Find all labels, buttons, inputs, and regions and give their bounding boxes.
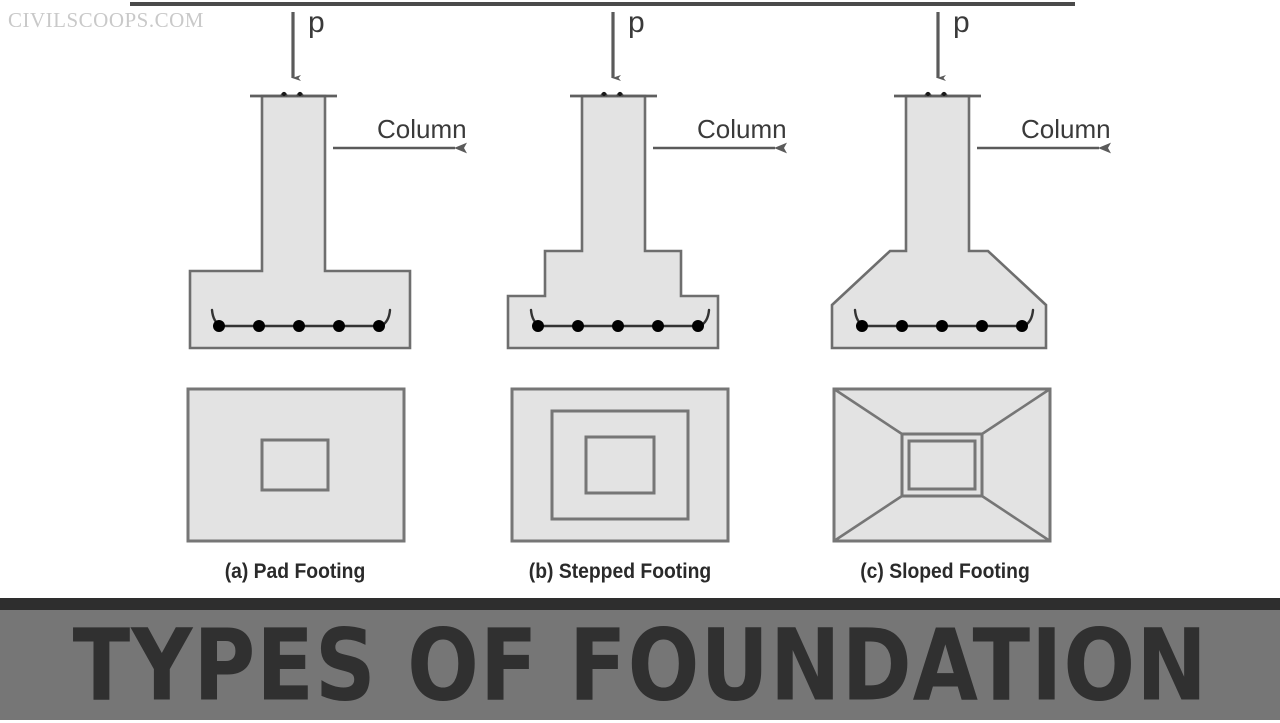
figure-stepped-footing: p Column: [506, 6, 787, 543]
rebar-dots-b: [532, 320, 704, 332]
banner-top-strip: [0, 598, 1280, 610]
figure-sloped-footing: p Column: [830, 6, 1111, 543]
rebar-dots-a: [213, 320, 385, 332]
load-label-b: p: [628, 6, 645, 39]
column-label-a: Column: [377, 114, 467, 144]
column-label-b: Column: [697, 114, 787, 144]
caption-pad-footing: (a) Pad Footing: [224, 560, 366, 583]
pad-footing-section: [188, 94, 412, 350]
banner-title-text: TYPES OF FOUNDATION: [72, 607, 1208, 723]
banner-title: TYPES OF FOUNDATION: [0, 607, 1280, 723]
sloped-plan-hip-lines: [833, 387, 1051, 543]
caption-sloped-footing: (c) Sloped Footing: [860, 560, 1030, 583]
sloped-plan-column: [907, 439, 977, 491]
rebar-dots-c: [856, 320, 1028, 332]
foundation-diagram: p Column: [186, 6, 1111, 543]
watermark-text: CIVILSCOOPS.COM: [8, 8, 204, 32]
stepped-footing-section: [506, 94, 720, 350]
caption-stepped-footing: (b) Stepped Footing: [528, 560, 712, 583]
column-label-c: Column: [1021, 114, 1111, 144]
load-label-c: p: [953, 6, 970, 39]
pad-plan-column: [260, 438, 330, 492]
stepped-plan-column: [584, 435, 656, 495]
figure-pad-footing: p Column: [186, 6, 467, 543]
title-banner: TYPES OF FOUNDATION: [0, 598, 1280, 723]
sloped-footing-section: [830, 94, 1048, 350]
stepped-plan-middle: [550, 409, 690, 521]
load-label-a: p: [308, 6, 325, 39]
top-rule-divider: [130, 2, 1075, 6]
